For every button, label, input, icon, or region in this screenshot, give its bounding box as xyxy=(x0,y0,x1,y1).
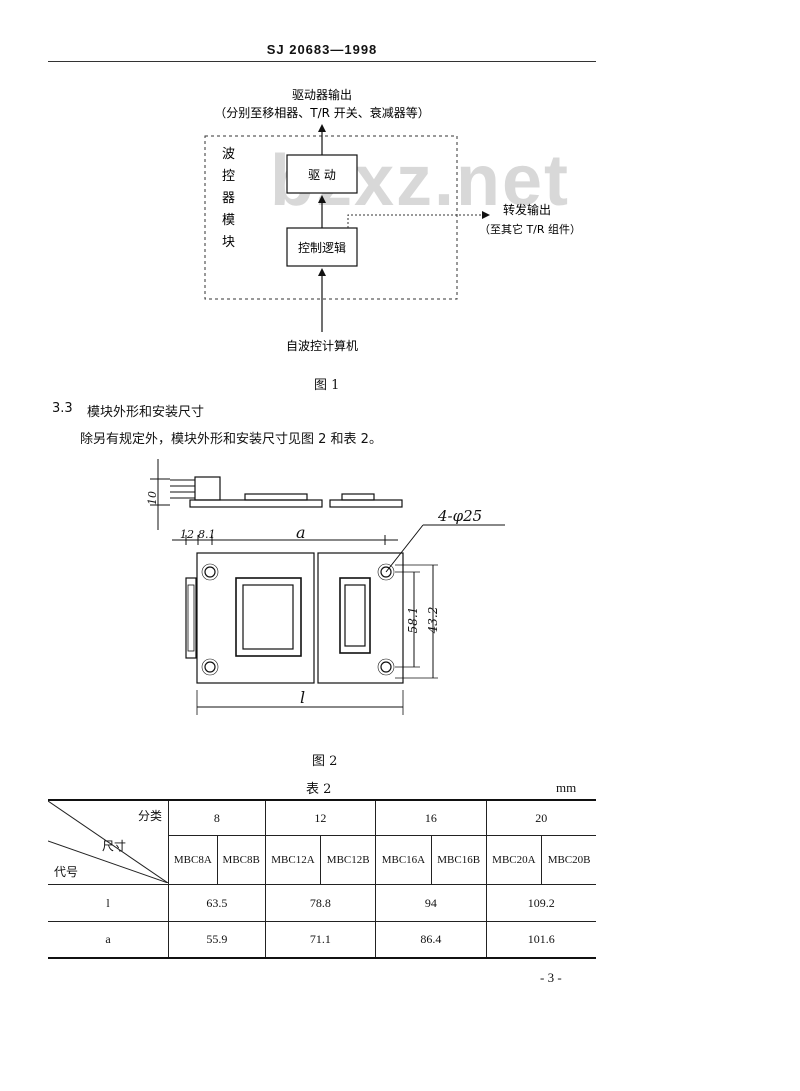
table2-title: 表 2 xyxy=(306,782,332,797)
section-number: 3.3 xyxy=(52,401,73,416)
figure2-drawing xyxy=(150,459,505,715)
model-header: MBC12A xyxy=(264,835,322,885)
table2: 分类 尺寸 代号 8 12 16 20 MBC8A MBC8B MBC12A M… xyxy=(48,799,596,959)
logic-block-label: 控制逻辑 xyxy=(298,241,346,255)
corner-dimension: 尺寸 xyxy=(102,839,127,853)
table-row: a 55.9 71.1 86.4 101.6 xyxy=(48,921,596,959)
model-header: MBC20B xyxy=(541,835,596,885)
table-cell: 71.1 xyxy=(264,921,377,959)
table-cell: 86.4 xyxy=(375,921,487,959)
hole-note: 4-φ25 xyxy=(437,507,482,525)
table-cell: 55.9 xyxy=(168,921,266,959)
model-header: MBC16B xyxy=(430,835,487,885)
logic-block xyxy=(286,227,358,267)
drive-block xyxy=(286,154,358,194)
figure2-caption: 图 2 xyxy=(312,754,338,769)
header-rule xyxy=(48,61,596,62)
group-header: 12 xyxy=(264,799,377,836)
table-corner-cell: 分类 尺寸 代号 xyxy=(48,799,169,885)
table-row: l 63.5 78.8 94 109.2 xyxy=(48,884,596,922)
forward-output-note: （至其它 T/R 组件） xyxy=(479,222,581,236)
arrow-forward-output xyxy=(347,211,490,228)
page-number: - 3 - xyxy=(540,970,562,985)
row-code: l xyxy=(48,884,169,922)
figure1-caption: 图 1 xyxy=(314,378,340,393)
drive-block-label: 驱 动 xyxy=(308,168,336,182)
group-header: 8 xyxy=(168,799,266,836)
table-cell: 63.5 xyxy=(168,884,266,922)
section-title: 模块外形和安装尺寸 xyxy=(87,405,205,420)
forward-output-label: 转发输出 xyxy=(503,202,551,217)
module-boundary xyxy=(204,135,458,300)
dim-l: l xyxy=(300,688,305,707)
row-code: a xyxy=(48,921,169,959)
dim-a: a xyxy=(296,523,306,542)
model-header: MBC8A xyxy=(168,835,218,885)
group-header: 16 xyxy=(375,799,487,836)
module-label: 波控器模块 xyxy=(222,147,235,250)
section-body: 除另有规定外，模块外形和安装尺寸见图 2 和表 2。 xyxy=(80,432,382,447)
module-label-text: 波控器模块 xyxy=(222,147,235,250)
dim-58-1: 58.1 xyxy=(406,607,420,634)
table-cell: 94 xyxy=(375,884,487,922)
model-header: MBC12B xyxy=(320,835,377,885)
document-number: SJ 20683—1998 xyxy=(266,42,378,57)
table-cell: 78.8 xyxy=(264,884,377,922)
corner-category: 分类 xyxy=(137,809,162,823)
figure2-dimension-labels: 10 12 8.1 a 4-φ25 58.1 43.2 l xyxy=(146,491,482,707)
output-title: 驱动器输出 xyxy=(292,87,352,102)
corner-code: 代号 xyxy=(54,865,79,879)
dim-12: 12 xyxy=(180,528,194,541)
output-note: （分别至移相器、T/R 开关、衰减器等） xyxy=(214,105,430,120)
group-header: 20 xyxy=(485,799,596,836)
corner-diagonals xyxy=(48,801,168,883)
model-header: MBC20A xyxy=(485,835,543,885)
dim-height-10: 10 xyxy=(146,491,159,505)
model-header: MBC8B xyxy=(216,835,266,885)
dim-8-1: 8.1 xyxy=(198,528,216,541)
table-cell: 101.6 xyxy=(485,921,596,959)
table2-unit: mm xyxy=(556,780,577,795)
dim-43-2: 43.2 xyxy=(426,607,440,635)
table-cell: 109.2 xyxy=(485,884,596,922)
input-label: 自波控计算机 xyxy=(286,338,358,353)
figure1-diagram: 驱动器输出 （分别至移相器、T/R 开关、衰减器等） 波控器模块 驱 动 控制逻… xyxy=(204,87,581,353)
model-header: MBC16A xyxy=(375,835,432,885)
